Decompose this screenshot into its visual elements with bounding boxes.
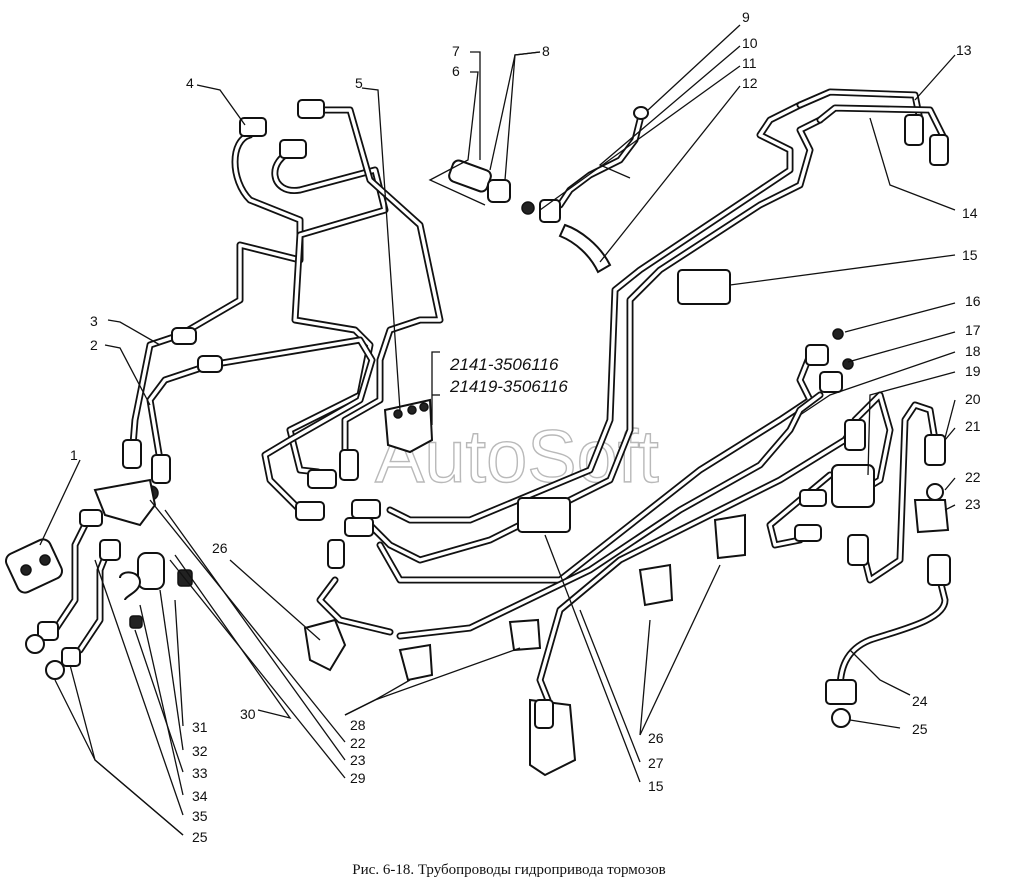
clip [508,618,542,652]
callout-30: 30 [240,706,256,722]
callout-23-right: 23 [965,496,981,512]
callout-22-right: 22 [965,469,981,485]
part-code-2141: 2141-3506116 [449,355,559,374]
clip [137,552,165,590]
callout-4: 4 [186,75,194,91]
callout-34: 34 [192,788,208,804]
clip [713,513,746,560]
callout-15-bottom: 15 [648,778,664,794]
callout-18: 18 [965,343,981,359]
callout-33: 33 [192,765,208,781]
callout-29: 29 [350,770,366,786]
callout-32: 32 [192,743,208,759]
union-nut [122,439,142,469]
callout-27: 27 [648,755,664,771]
callout-31: 31 [192,719,208,735]
callout-26-left: 26 [212,540,228,556]
callouts: 1 2 3 4 5 6 7 8 9 10 11 12 13 14 15 16 1… [70,9,981,845]
callout-25-left: 25 [192,829,208,845]
fittings [5,99,951,777]
callout-12: 12 [742,75,758,91]
union-nut [297,99,325,119]
tee-fitting [831,464,875,508]
pipe-connector [171,327,197,345]
leader-lines [39,24,956,836]
callout-13: 13 [956,42,972,58]
callout-22-left: 22 [350,735,366,751]
callout-14: 14 [962,205,978,221]
union-nut [279,139,307,159]
hose-12 [558,223,612,274]
hose-fitting [448,159,492,193]
callout-8: 8 [542,43,550,59]
callout-20: 20 [965,391,981,407]
callout-9: 9 [742,9,750,25]
callout-2: 2 [90,337,98,353]
callout-6: 6 [452,63,460,79]
callout-19: 19 [965,363,981,379]
callout-23-left: 23 [350,752,366,768]
callout-16: 16 [965,293,981,309]
clip [398,643,434,682]
callout-17: 17 [965,322,981,338]
tee-bracket [93,478,157,527]
part-code-21419: 21419-3506116 [449,377,568,396]
brake-pipes [51,88,949,704]
callout-25-right: 25 [912,721,928,737]
callout-11: 11 [742,55,757,71]
callout-28: 28 [350,717,366,733]
callout-21: 21 [965,418,981,434]
union-nut [239,117,267,137]
pipe-connector [197,355,223,373]
figure-caption: Рис. 6-18. Трубопроводы гидропривода тор… [352,862,666,878]
callout-15-top: 15 [962,247,978,263]
callout-24: 24 [912,693,928,709]
callout-1: 1 [70,447,78,463]
clip [638,563,674,607]
clip [677,269,731,305]
union-nut [151,454,171,484]
callout-26-right: 26 [648,730,664,746]
callout-5: 5 [355,75,363,91]
callout-3: 3 [90,313,98,329]
callout-7: 7 [452,43,460,59]
clip [517,497,571,533]
bracket [5,538,63,594]
clip [303,618,347,672]
callout-35: 35 [192,808,208,824]
callout-10: 10 [742,35,758,51]
